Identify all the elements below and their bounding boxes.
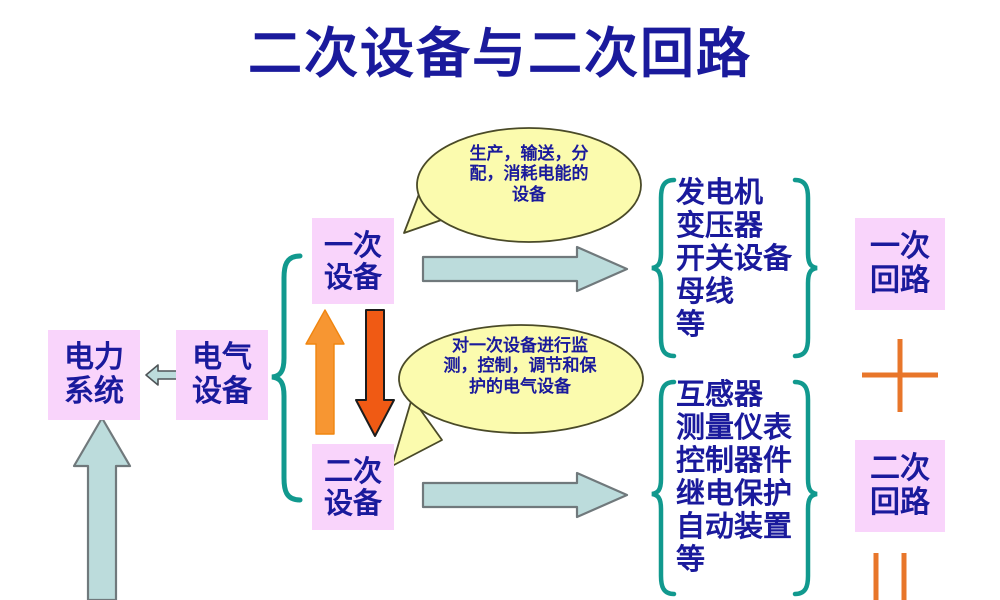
box-secondary-device[interactable]: 二次 设备	[312, 444, 394, 530]
list-item: 继电保护	[676, 476, 793, 511]
list-item: 等	[676, 542, 706, 577]
right-block-arrow-primary-icon	[421, 245, 629, 293]
plus-sign-icon	[862, 339, 938, 412]
list-item: 自动装置	[676, 509, 793, 544]
box-electrical-equipment-line1: 电气	[192, 340, 252, 376]
box-power-system-line2: 系统	[64, 374, 124, 409]
primary-equipment-list: 发电机 变压器 开关设备 母线 等	[676, 175, 793, 342]
box-primary-device-line1: 一次	[323, 227, 382, 262]
right-block-arrow-secondary-icon	[421, 471, 629, 519]
up-block-arrow-icon	[72, 416, 132, 600]
box-primary-device-line2: 设备	[323, 260, 382, 294]
list-item: 开关设备	[676, 241, 793, 276]
box-electrical-equipment[interactable]: 电气 设备	[176, 330, 268, 420]
box-secondary-device-line2: 设备	[323, 486, 382, 520]
equals-sign-icon	[873, 553, 907, 600]
left-brace-equipment-icon	[271, 253, 303, 503]
list-item: 变压器	[676, 208, 764, 243]
list-item: 互感器	[676, 377, 764, 411]
box-electrical-equipment-line2: 设备	[192, 374, 252, 409]
box-primary-circuit[interactable]: 一次 回路	[855, 218, 945, 310]
box-power-system[interactable]: 电力 系统	[48, 330, 140, 420]
callout-secondary-bubble	[391, 324, 644, 467]
box-primary-circuit-line2: 回路	[870, 263, 930, 298]
secondary-equipment-list: 互感器 测量仪表 控制器件 继电保护 自动装置 等	[676, 377, 793, 577]
box-power-system-line1: 电力	[64, 340, 124, 376]
list-item: 控制器件	[676, 443, 793, 478]
box-primary-device[interactable]: 一次 设备	[312, 218, 394, 304]
list-item: 等	[676, 307, 706, 342]
left-brace-primary-icon	[651, 177, 677, 359]
box-secondary-circuit-line2: 回路	[870, 485, 930, 520]
box-primary-circuit-line1: 一次	[870, 229, 930, 265]
right-brace-secondary-icon	[792, 379, 818, 597]
left-brace-secondary-icon	[651, 379, 677, 597]
callout-primary-bubble	[403, 127, 642, 243]
up-orange-arrow-icon	[305, 309, 345, 435]
box-secondary-device-line1: 二次	[323, 453, 382, 488]
box-secondary-circuit-line1: 二次	[870, 451, 930, 487]
box-secondary-circuit[interactable]: 二次 回路	[855, 440, 945, 532]
down-orange-arrow-icon	[355, 309, 395, 437]
right-brace-primary-icon	[792, 177, 818, 359]
list-item: 测量仪表	[676, 410, 793, 445]
list-item: 母线	[676, 274, 735, 309]
page-title: 二次设备与二次回路	[248, 22, 752, 85]
list-item: 发电机	[676, 175, 764, 209]
